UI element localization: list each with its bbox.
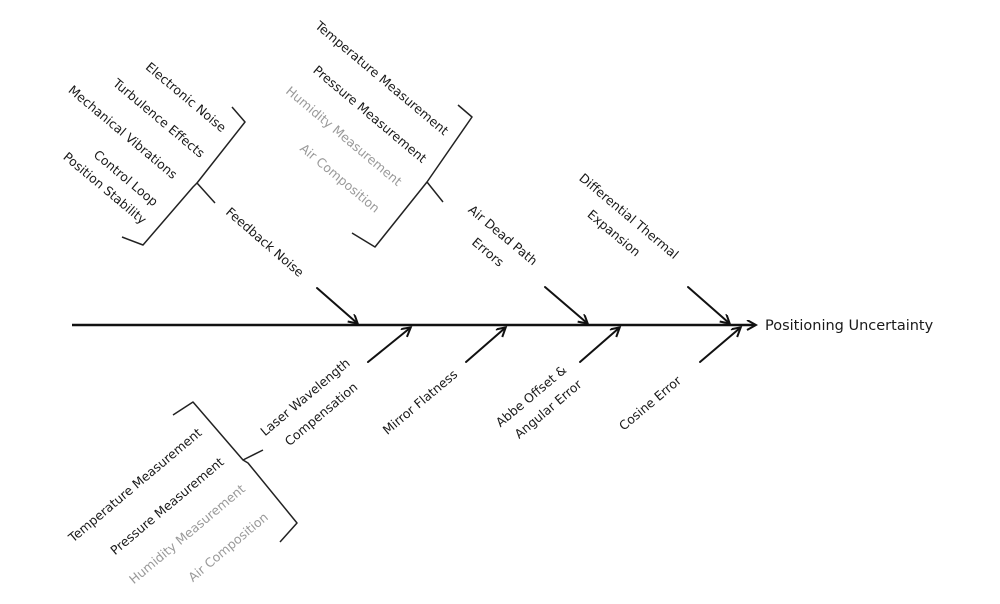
abbe-arrow: [579, 328, 619, 363]
air-dead-path-arrow: [544, 286, 587, 323]
cause-feedback-noise: Feedback Noise: [223, 204, 307, 280]
thermal-arrow: [687, 286, 729, 323]
laser-bracket: [172, 401, 298, 543]
feedback-noise-arrow: [316, 287, 357, 323]
effect-label: Positioning Uncertainty: [765, 318, 934, 334]
mirror-arrow: [465, 328, 505, 363]
feedback-bracket: [121, 106, 246, 246]
cause-cosine-error: Cosine Error: [616, 372, 685, 433]
sub-turbulence-effects: Turbulence Effects: [109, 75, 207, 161]
laser-arrow: [367, 328, 410, 363]
air-dead-path-bracket: [351, 104, 473, 248]
cosine-arrow: [699, 328, 740, 363]
cause-mirror-flatness: Mirror Flatness: [380, 366, 461, 437]
